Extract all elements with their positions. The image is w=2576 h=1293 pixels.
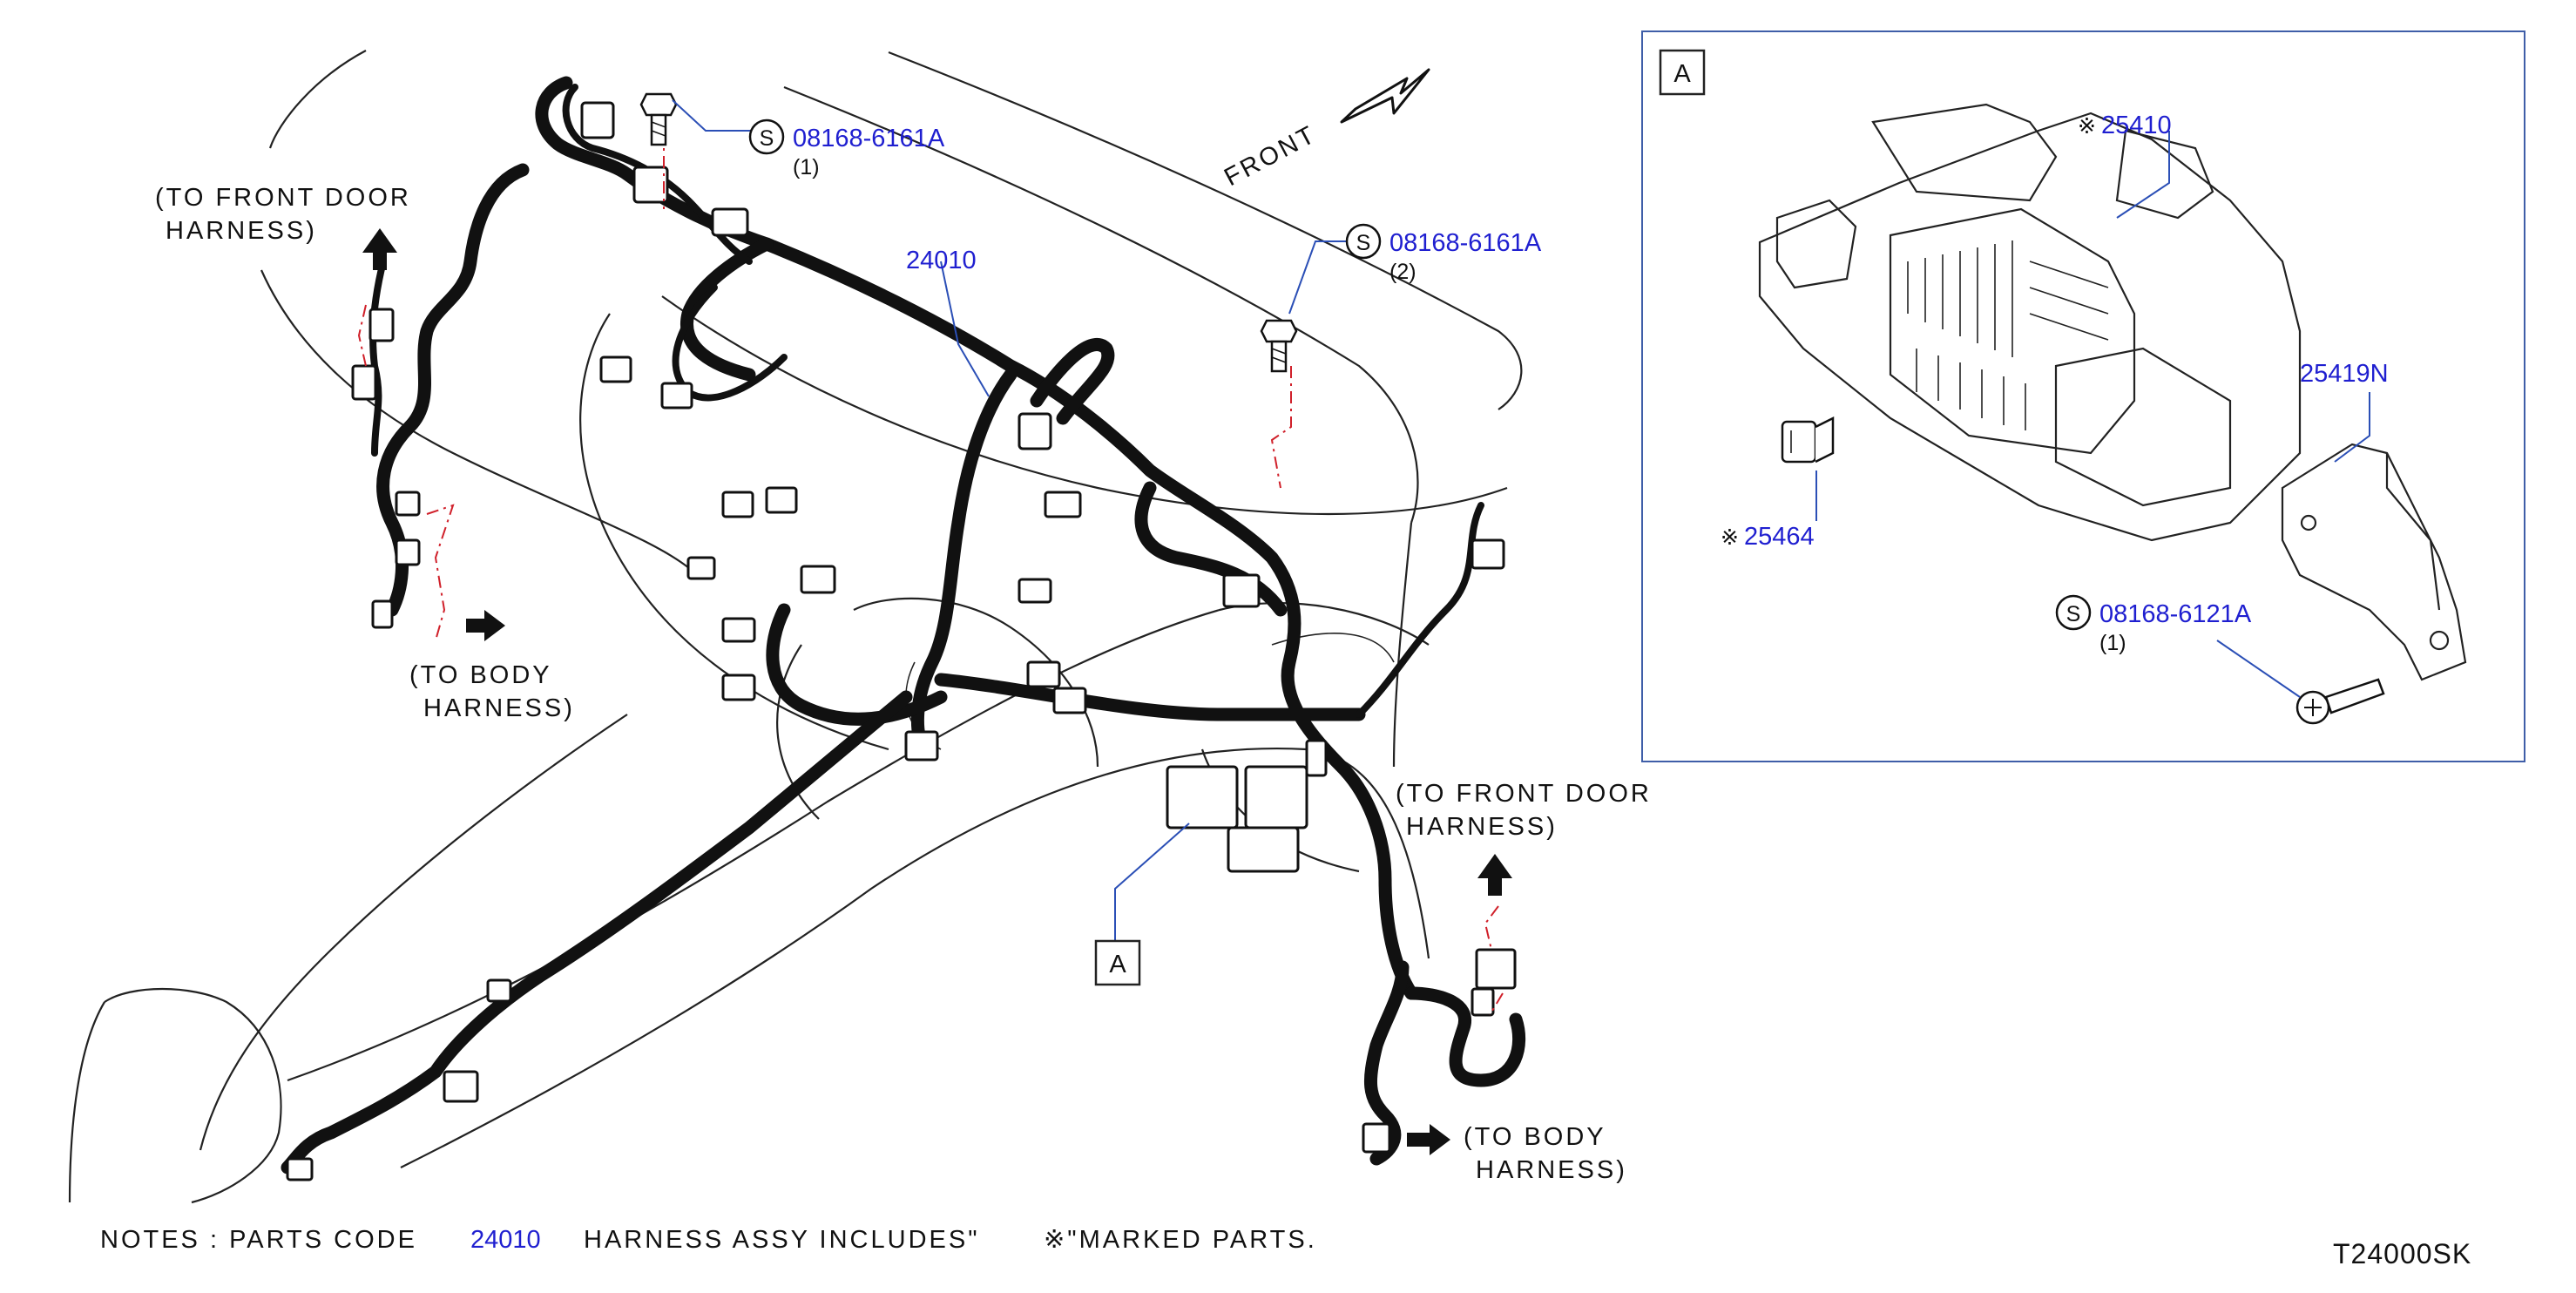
arrow-up-icon [1477,854,1512,896]
callout-front-door-right-line1: (TO FRONT DOOR [1396,780,1652,808]
notes-suffix: ※"MARKED PARTS. [1044,1226,1317,1254]
callout-front-door-left-line1: (TO FRONT DOOR [155,184,411,212]
detail-a-panel: A [1641,30,2525,762]
callout-body-left-line2: HARNESS) [423,694,575,722]
s-symbol-icon: S [1345,223,1382,260]
bolt-top-icon [639,92,678,146]
front-label: FRONT [1220,120,1321,192]
part-code-fuse-block[interactable]: 25410 [2101,112,2172,139]
view-label-a[interactable]: A [1094,939,1141,986]
front-arrow-icon [1340,68,1430,124]
bracket-icon [2281,443,2467,681]
s-symbol-icon: S [748,118,785,155]
qty-bolt-detail: (1) [2099,631,2126,655]
callout-body-left-line1: (TO BODY [409,661,552,689]
svg-text:S: S [760,126,774,151]
marker-fuse-block: ※ [2078,114,2096,139]
qty-bolt-mid: (2) [1389,260,1416,284]
detail-label-a-text: A [1673,60,1691,88]
svg-text:S: S [1356,231,1371,255]
callout-front-door-right-line2: HARNESS) [1406,813,1558,841]
diagram-id: T24000SK [2333,1238,2471,1269]
dashed-lines [357,131,1504,1016]
notes-prefix: NOTES : PARTS CODE [100,1226,417,1254]
marker-fuse: ※ [1721,525,1739,550]
notes-middle: HARNESS ASSY INCLUDES" [584,1226,980,1254]
bolt-detail-icon [2295,678,2385,725]
arrow-up-icon [362,228,397,270]
svg-text:A: A [1109,951,1126,978]
callout-front-door-left-line2: HARNESS) [166,217,317,245]
part-code-bolt-detail[interactable]: 08168-6121A [2099,600,2252,628]
fuse-icon [1781,416,1835,464]
connectors [286,101,1517,1181]
bolt-mid-icon [1260,319,1298,373]
s-symbol-icon: S [2055,594,2092,631]
part-code-harness[interactable]: 24010 [906,247,977,274]
part-code-bracket[interactable]: 25419N [2300,360,2389,388]
callout-body-right-line1: (TO BODY [1464,1123,1606,1151]
leaders [672,99,1346,941]
qty-bolt-top: (1) [793,155,820,179]
part-code-bolt-mid[interactable]: 08168-6161A [1389,229,1542,257]
arrow-right-icon [466,610,505,641]
arrow-right-icon [1407,1124,1450,1155]
fuse-block-icon [1758,103,2302,542]
svg-text:S: S [2066,602,2081,626]
detail-label-a [1659,49,1706,96]
part-code-bolt-top[interactable]: 08168-6161A [793,125,945,152]
part-code-fuse[interactable]: 25464 [1744,523,1815,551]
notes-part-code[interactable]: 24010 [470,1226,541,1254]
arrows [362,68,1512,1155]
callout-body-right-line2: HARNESS) [1476,1156,1627,1184]
